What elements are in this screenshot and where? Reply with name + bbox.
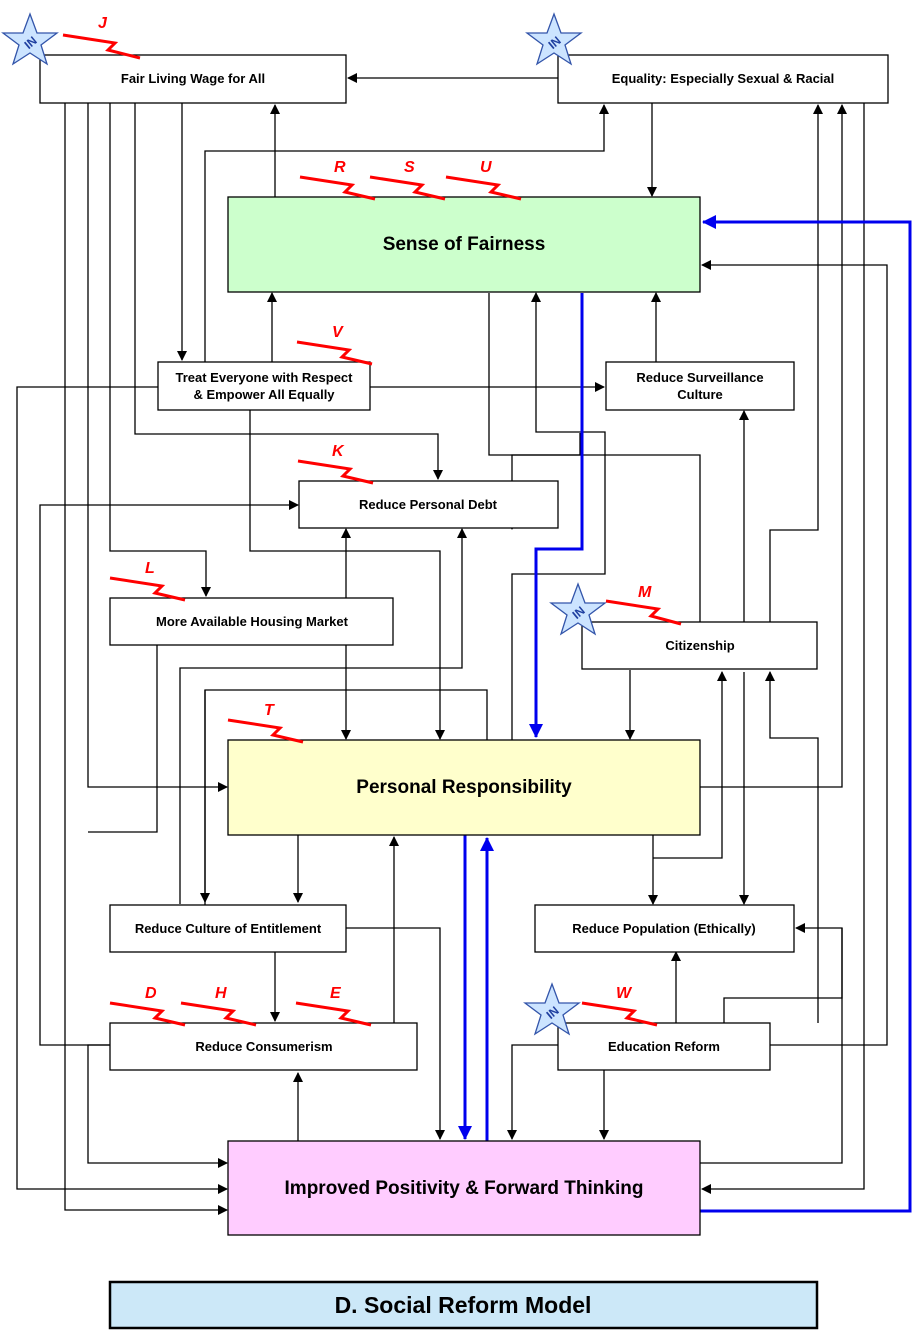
lightning-icon-h: H <box>180 985 257 1027</box>
marker-s: S <box>404 159 415 176</box>
node-housing: More Available Housing Market <box>109 597 394 646</box>
marker-j: J <box>98 15 108 32</box>
marker-l: L <box>145 560 155 577</box>
diagram-title: D. Social Reform Model <box>335 1292 592 1318</box>
lightning-icon-u: U <box>445 159 522 201</box>
marker-w: W <box>616 985 633 1002</box>
surveillance-label-2: Culture <box>677 387 723 402</box>
node-equality: Equality: Especially Sexual & Racial <box>557 54 889 104</box>
debt-label: Reduce Personal Debt <box>359 497 498 512</box>
respect-label-2: & Empower All Equally <box>193 387 335 402</box>
lightning-icon-t: T <box>227 702 304 744</box>
lightning-markers: J R S U V K L M <box>62 15 682 1027</box>
marker-k: K <box>332 443 345 460</box>
surveillance-label-1: Reduce Surveillance <box>636 370 763 385</box>
node-citizenship: Citizenship <box>581 621 818 670</box>
input-star-icon-citizenship: IN <box>549 582 607 636</box>
connector-lines <box>16 73 888 1215</box>
education-label: Education Reform <box>608 1039 720 1054</box>
node-consumerism: Reduce Consumerism <box>109 1022 418 1071</box>
input-star-icon-equality: IN <box>525 12 583 66</box>
lightning-icon-v: V <box>296 324 373 366</box>
node-sense-of-fairness: Sense of Fairness <box>227 196 701 293</box>
citizenship-label: Citizenship <box>665 638 734 653</box>
lightning-icon-j: J <box>62 15 141 60</box>
input-markers: IN IN IN IN <box>1 12 607 1036</box>
housing-label: More Available Housing Market <box>156 614 349 629</box>
marker-m: M <box>638 584 652 601</box>
entitlement-label: Reduce Culture of Entitlement <box>135 921 322 936</box>
node-debt: Reduce Personal Debt <box>298 480 559 529</box>
responsibility-label: Personal Responsibility <box>356 777 572 798</box>
node-positivity: Improved Positivity & Forward Thinking <box>227 1140 701 1236</box>
lightning-icon-s: S <box>369 159 446 201</box>
marker-e: E <box>330 985 342 1002</box>
marker-d: D <box>145 985 157 1002</box>
population-label: Reduce Population (Ethically) <box>572 921 755 936</box>
marker-r: R <box>334 159 346 176</box>
title-banner: D. Social Reform Model <box>108 1280 819 1330</box>
lightning-icon-w: W <box>581 985 658 1027</box>
node-population: Reduce Population (Ethically) <box>534 904 795 953</box>
positivity-label: Improved Positivity & Forward Thinking <box>285 1178 644 1199</box>
node-personal-responsibility: Personal Responsibility <box>227 739 701 836</box>
marker-u: U <box>480 159 492 176</box>
respect-label-1: Treat Everyone with Respect <box>175 370 353 385</box>
marker-h: H <box>215 985 227 1002</box>
node-fair-wage: Fair Living Wage for All <box>39 54 347 104</box>
node-respect: Treat Everyone with Respect & Empower Al… <box>157 361 371 411</box>
node-surveillance: Reduce Surveillance Culture <box>605 361 795 411</box>
lightning-icon-r: R <box>299 159 376 201</box>
node-entitlement: Reduce Culture of Entitlement <box>109 904 347 953</box>
highlight-arrows <box>458 215 912 1213</box>
marker-v: V <box>332 324 344 341</box>
input-star-icon-fair-wage: IN <box>1 12 59 66</box>
lightning-icon-e: E <box>295 985 372 1027</box>
fairness-label: Sense of Fairness <box>383 234 546 255</box>
fair-wage-label: Fair Living Wage for All <box>121 71 265 86</box>
lightning-icon-k: K <box>297 443 374 485</box>
consumerism-label: Reduce Consumerism <box>195 1039 332 1054</box>
input-star-icon-education: IN <box>523 982 581 1036</box>
node-education: Education Reform <box>557 1022 771 1071</box>
equality-label: Equality: Especially Sexual & Racial <box>612 71 835 86</box>
lightning-icon-l: L <box>109 560 186 602</box>
lightning-icon-d: D <box>109 985 186 1027</box>
lightning-icon-m: M <box>605 584 682 626</box>
marker-t: T <box>264 702 275 719</box>
